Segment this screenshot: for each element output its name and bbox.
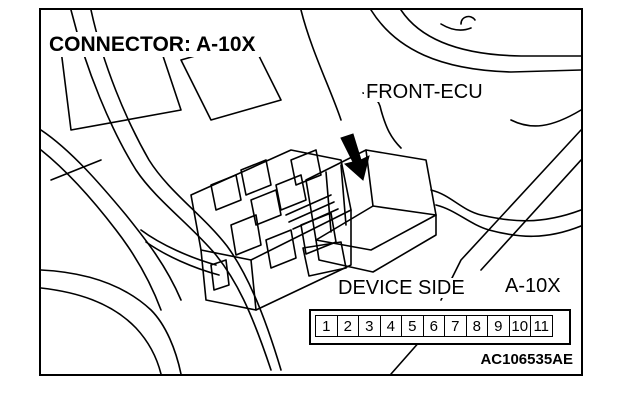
pin-cell: 8 bbox=[467, 316, 488, 336]
ecu-module bbox=[315, 214, 437, 273]
relay bbox=[275, 174, 307, 211]
front-ecu-callout: FRONT-ECU bbox=[364, 81, 485, 103]
diagram-frame: CONNECTOR: A-10X FRONT-ECU DEVICE SIDE A… bbox=[39, 8, 583, 376]
connector-title: CONNECTOR: A-10X bbox=[47, 32, 260, 57]
bracket-line bbox=[50, 159, 102, 181]
pin-cell: 5 bbox=[402, 316, 424, 336]
hose-line bbox=[41, 287, 162, 374]
relay bbox=[250, 189, 282, 226]
panel-line bbox=[370, 10, 581, 73]
fuse-block bbox=[255, 209, 352, 311]
pin-cell: 9 bbox=[488, 316, 510, 336]
panel-line bbox=[440, 23, 472, 31]
pin-cell: 3 bbox=[359, 316, 381, 336]
pin-row: 1 2 3 4 5 6 7 8 9 10 11 bbox=[315, 315, 553, 337]
hose-line bbox=[140, 229, 217, 266]
ecu-harness bbox=[430, 189, 581, 222]
connector-housing bbox=[302, 241, 347, 277]
connector-housing bbox=[210, 259, 230, 291]
connector-pinout: 1 2 3 4 5 6 7 8 9 10 11 bbox=[309, 309, 571, 345]
pin-cell: 2 bbox=[338, 316, 359, 336]
fuse-block bbox=[200, 249, 257, 311]
pointer-arrow bbox=[340, 133, 370, 181]
harness-line bbox=[70, 10, 272, 371]
figure-id: AC106535AE bbox=[478, 351, 575, 368]
relay bbox=[210, 174, 242, 211]
harness-line bbox=[90, 10, 282, 371]
ecu-harness bbox=[435, 204, 581, 238]
ecu-module bbox=[325, 164, 347, 233]
ecu-module bbox=[315, 205, 374, 241]
panel-line bbox=[510, 109, 581, 127]
pin-cell: 4 bbox=[381, 316, 402, 336]
connector-code-label: A-10X bbox=[503, 275, 563, 297]
harness-line bbox=[41, 149, 162, 311]
engine-bay-line-art bbox=[41, 10, 581, 374]
panel-line bbox=[400, 10, 581, 57]
harness-line bbox=[41, 129, 182, 301]
bracket-line bbox=[60, 49, 182, 131]
relay bbox=[290, 149, 322, 186]
relay bbox=[240, 159, 272, 196]
panel-line bbox=[300, 10, 342, 121]
panel-line bbox=[460, 15, 476, 25]
device-side-label: DEVICE SIDE bbox=[336, 277, 467, 299]
hose-line bbox=[41, 269, 182, 374]
connector-housing bbox=[230, 214, 262, 256]
panel-line bbox=[480, 159, 581, 271]
pin-cell: 11 bbox=[531, 316, 553, 336]
pin-cell: 1 bbox=[316, 316, 338, 336]
pin-cell: 6 bbox=[424, 316, 445, 336]
connector-housing bbox=[265, 229, 297, 269]
pin-cell: 7 bbox=[445, 316, 467, 336]
pin-cell: 10 bbox=[510, 316, 531, 336]
